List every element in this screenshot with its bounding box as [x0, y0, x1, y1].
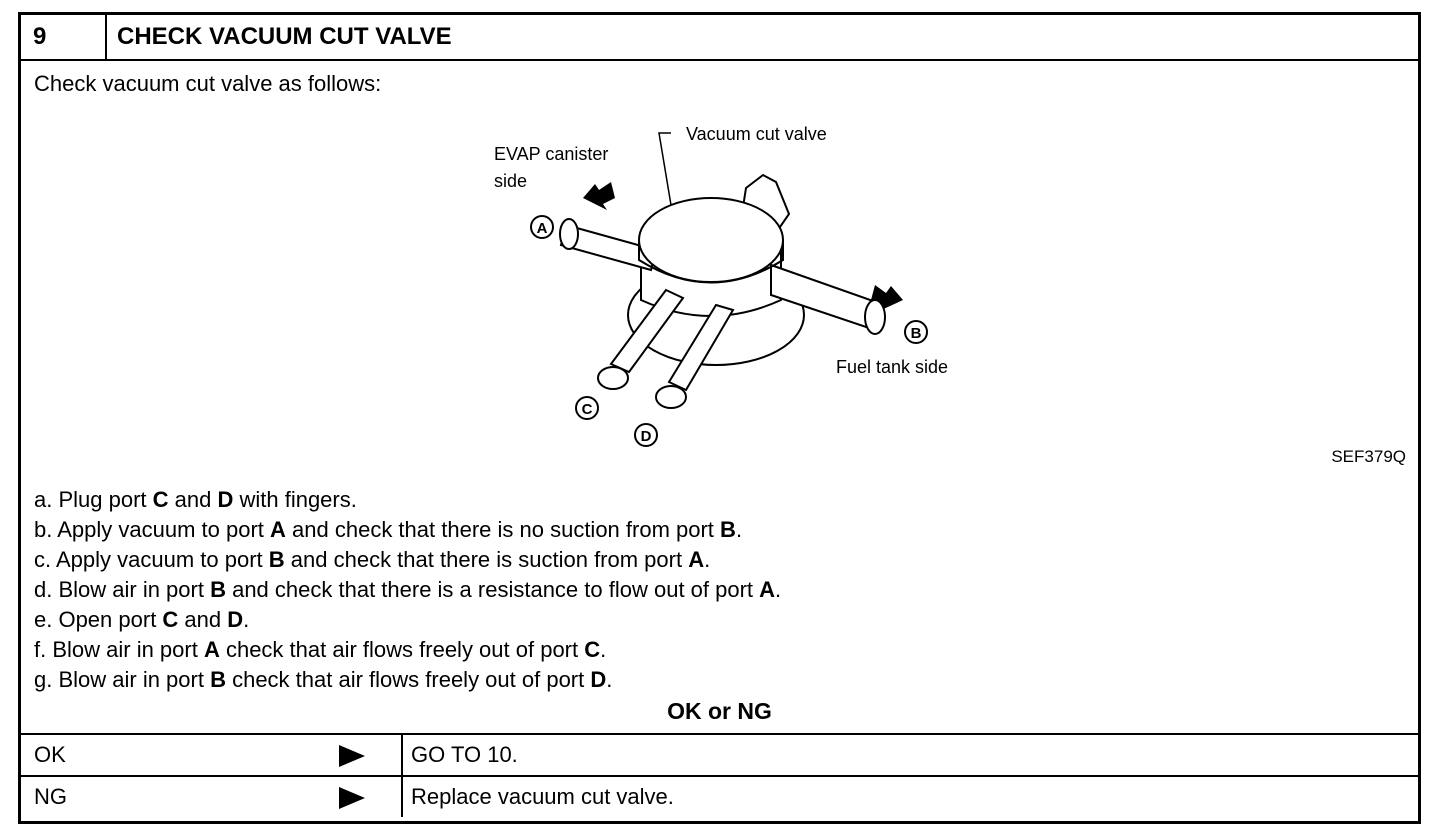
step-item: c. Apply vacuum to port B and check that… — [34, 547, 711, 572]
step-item: e. Open port C and D. — [34, 607, 250, 632]
procedure-box: 9 CHECK VACUUM CUT VALVE Check vacuum cu… — [18, 12, 1421, 824]
result-heading: OK or NG — [667, 698, 772, 724]
procedure-title: CHECK VACUUM CUT VALVE — [117, 23, 452, 50]
vacuum-cut-valve-diagram: Vacuum cut valve EVAP canister side Fuel… — [494, 124, 948, 447]
step-item: a. Plug port C and D with fingers. — [34, 487, 357, 512]
figure-id: SEF379Q — [1331, 447, 1406, 466]
port-d-letter: D — [641, 428, 652, 445]
step-item: b. Apply vacuum to port A and check that… — [34, 517, 743, 542]
step-number: 9 — [21, 15, 107, 59]
intro-text: Check vacuum cut valve as follows: — [34, 71, 382, 96]
port-b-marker — [904, 320, 928, 344]
step-list: a. Plug port C and D with fingers. b. Ap… — [34, 485, 781, 695]
step-item: g. Blow air in port B check that air flo… — [34, 667, 613, 692]
port-c-marker — [575, 396, 599, 420]
port-d-marker — [634, 423, 658, 447]
evap-label-line2: side — [494, 171, 527, 191]
valve-leader-line — [658, 132, 672, 206]
evap-arrow-icon — [583, 182, 615, 210]
step-item: d. Blow air in port B and check that the… — [34, 577, 782, 602]
evap-label-line1: EVAP canister — [494, 144, 608, 164]
valve-label: Vacuum cut valve — [686, 124, 827, 144]
result-label: NG — [34, 784, 67, 809]
port-b-letter: B — [911, 325, 922, 342]
step-item: f. Blow air in port A check that air flo… — [34, 637, 607, 662]
result-row-ng: NG Replace vacuum cut valve. — [21, 775, 1418, 817]
result-label: OK — [34, 742, 66, 767]
port-c-tube — [609, 288, 685, 374]
play-arrow-icon — [339, 745, 365, 767]
play-arrow-icon — [339, 787, 365, 809]
result-row-ok: OK GO TO 10. — [21, 733, 1418, 775]
port-d-tube — [667, 303, 735, 392]
fuel-arrow-icon — [871, 285, 903, 312]
fuel-label: Fuel tank side — [836, 357, 948, 377]
port-a-letter: A — [537, 220, 548, 237]
valve-cap — [638, 197, 784, 283]
port-c-letter: C — [582, 401, 593, 418]
port-a-marker — [530, 215, 554, 239]
procedure-header: 9 CHECK VACUUM CUT VALVE — [21, 15, 1418, 61]
result-action: Replace vacuum cut valve. — [411, 784, 674, 809]
result-action: GO TO 10. — [411, 742, 518, 767]
